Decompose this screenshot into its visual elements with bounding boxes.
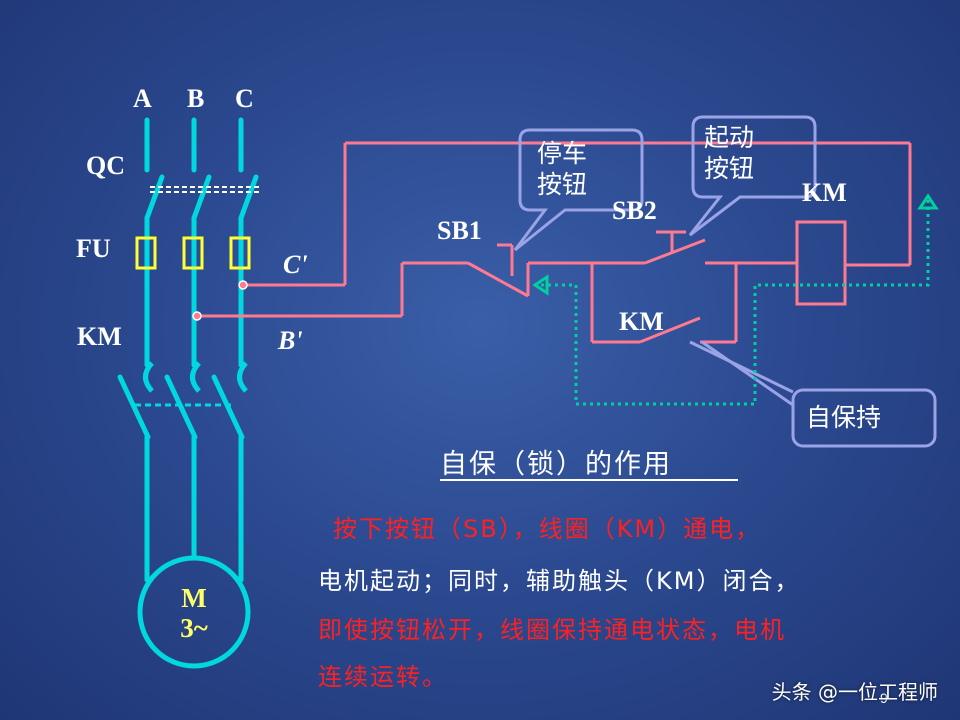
sb1-blade (467, 261, 529, 298)
qc-blade-b (191, 174, 212, 221)
sb1-label: SB1 (437, 216, 482, 245)
qc-label: QC (86, 151, 125, 180)
km-upper-arcs (144, 329, 150, 347)
start-callout-line1: 起动 (704, 123, 755, 152)
b-prime-label: B' (278, 326, 303, 355)
km-aux-label: KM (619, 307, 664, 336)
start-button-callout-text: 起动 按钮 (704, 122, 754, 185)
km-coil (795, 220, 847, 306)
km-blade-a (117, 374, 151, 440)
section-heading: 自保（锁）的作用 (440, 449, 672, 480)
fuse-b (182, 236, 204, 270)
motor-label-line1: M (181, 583, 207, 613)
fuses (135, 236, 251, 270)
c-prime-label: C' (283, 250, 308, 279)
stop-button-callout (513, 128, 644, 252)
qc-blade-c (238, 174, 259, 221)
start-button-callout (688, 115, 817, 237)
body-line-3: 即使按钮松开，线圈保持通电状态，电机 (318, 616, 786, 644)
self-hold-callout-text: 自保持 (806, 403, 882, 432)
km-arc-b (190, 361, 201, 393)
stop-callout-line2: 按钮 (537, 170, 588, 200)
km-main-label: KM (77, 322, 122, 351)
start-callout-line2: 按钮 (704, 154, 755, 184)
self-hold-callout-box (791, 388, 937, 448)
heading-underline (440, 479, 738, 481)
current-path (537, 200, 930, 406)
stop-callout-line1: 停车 (537, 139, 588, 168)
fuse-c (229, 236, 251, 270)
km-arc-c (237, 361, 248, 393)
km-blade-b (164, 374, 198, 440)
page-number: 9 (880, 690, 888, 706)
motor-circle (137, 555, 251, 669)
km-aux-blade (639, 316, 701, 344)
km-blade-c (211, 374, 245, 440)
power-circuit (117, 117, 259, 583)
km-contact-arcs (143, 361, 248, 393)
current-arrow-up (917, 193, 939, 210)
phase-c-label: C (235, 84, 254, 113)
sb2-label: SB2 (612, 196, 657, 225)
motor-label: M 3~ (159, 583, 229, 643)
body-line-4: 连续运转。 (318, 663, 448, 691)
body-line-1: 按下按钮（SB），线圈（KM）通电， (333, 515, 762, 543)
junction-b-prime (192, 311, 202, 321)
motor-label-line2: 3~ (180, 612, 208, 643)
km-coil-label: KM (802, 178, 847, 207)
qc-blade-a (144, 174, 165, 221)
phase-b-label: B (187, 84, 205, 113)
junction-c-prime (238, 280, 248, 290)
current-arrow-left (532, 274, 549, 296)
phase-a-label: A (133, 84, 152, 113)
self-hold-pointer (689, 340, 794, 407)
sb2-blade (644, 238, 706, 265)
fu-label: FU (76, 234, 111, 263)
fuse-a (135, 236, 157, 270)
source-watermark: 头条 @一位工程师 (771, 680, 938, 704)
stop-button-callout-text: 停车 按钮 (537, 138, 587, 201)
body-line-2: 电机起动；同时，辅助触头（KM）闭合， (318, 567, 801, 595)
km-arc-a (143, 361, 154, 393)
